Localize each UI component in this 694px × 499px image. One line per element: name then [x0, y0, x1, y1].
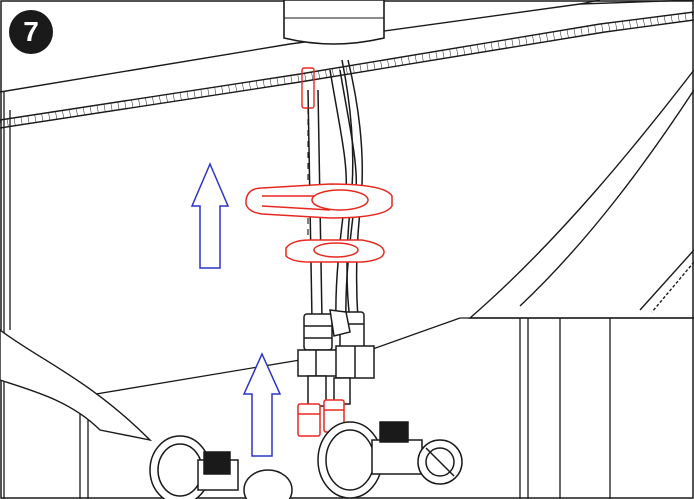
- arrow-up-icon: [242, 352, 282, 457]
- arrow-up-icon: [190, 162, 230, 269]
- angle-valve-left: [149, 435, 293, 499]
- red-tube: [301, 67, 315, 235]
- mounting-clamp-upper: [245, 183, 393, 219]
- hose-connectors: [297, 309, 375, 407]
- step-number-badge: 7: [9, 10, 53, 54]
- drain-pipe: [0, 329, 153, 442]
- mounting-clamp-lower: [285, 239, 385, 263]
- sink-bowl: [468, 69, 694, 319]
- faucet-base: [283, 0, 385, 45]
- countertop: [0, 0, 694, 129]
- angle-valve-right: [317, 421, 463, 499]
